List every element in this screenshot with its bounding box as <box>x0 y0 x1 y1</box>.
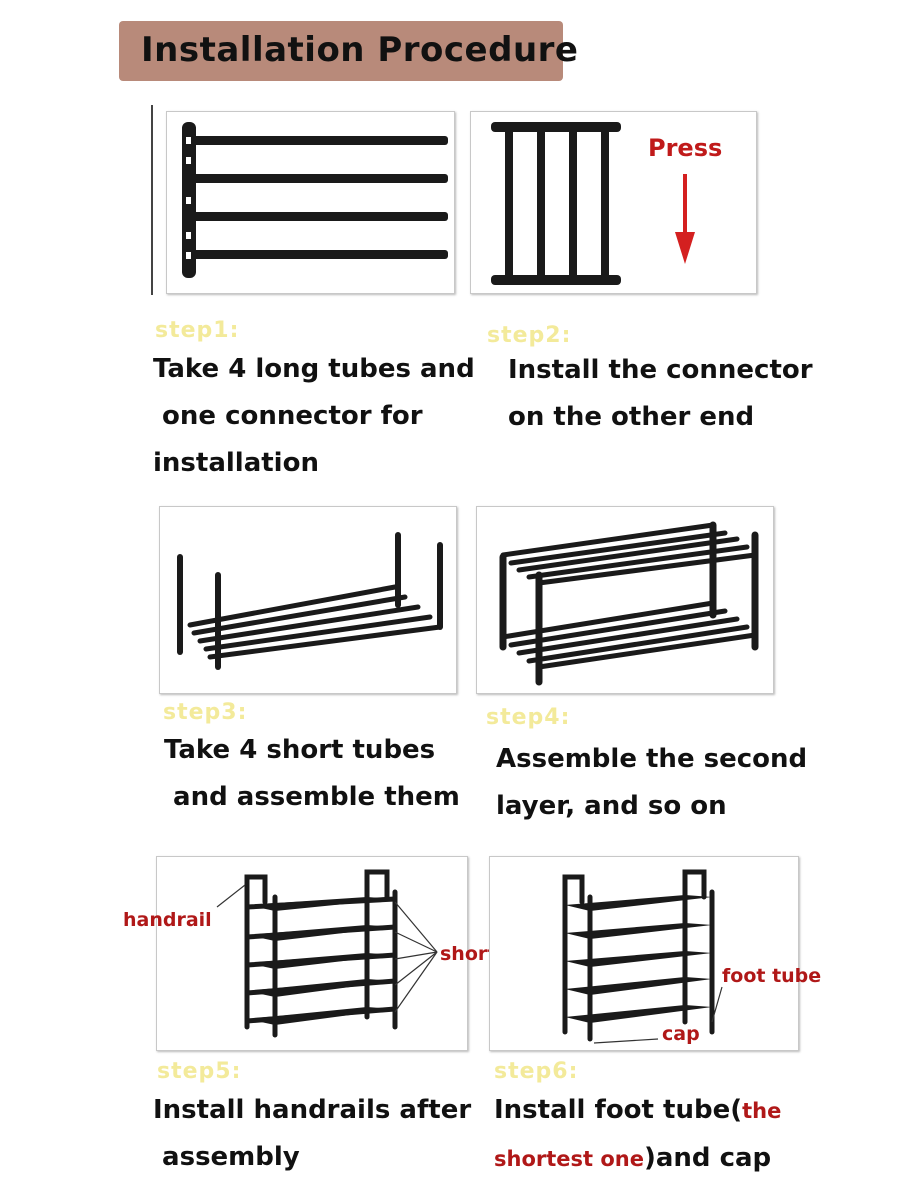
page-title: Installation Procedure <box>141 30 579 70</box>
step6-line1-red: the <box>742 1099 782 1123</box>
step3-line1: Take 4 short tubes <box>164 735 436 765</box>
step1-line1: Take 4 long tubes and <box>153 354 475 384</box>
step2-line1: Install the connector <box>508 355 813 385</box>
step3-line2: and assemble them <box>164 782 460 812</box>
title-banner: Installation Procedure <box>119 21 578 81</box>
step5-description: Install handrails after assembly <box>153 1087 471 1181</box>
step3-image <box>159 506 457 694</box>
divider-line <box>151 105 153 295</box>
step6-line2-text: )and cap <box>643 1143 772 1173</box>
handrail-annotation: handrail <box>123 909 212 931</box>
step6-line1: Install foot tube(the <box>494 1087 781 1135</box>
step5-line1: Install handrails after <box>153 1095 472 1125</box>
step5-label: step5: <box>157 1059 242 1084</box>
step4-image <box>476 506 774 694</box>
step6-line2: shortest one)and cap <box>494 1135 781 1183</box>
step4-label: step4: <box>486 705 571 730</box>
step5-image: handrail short tube <box>123 856 552 1051</box>
step1-line2: one connector for <box>153 401 423 431</box>
step1-label: step1: <box>155 318 240 343</box>
step1-description: Take 4 long tubes and one connector for … <box>153 346 475 487</box>
step6-label: step6: <box>494 1059 579 1084</box>
step1-line3: installation <box>153 448 319 478</box>
step6-image: foot tube cap <box>489 856 821 1051</box>
step1-image <box>166 111 455 294</box>
step2-label: step2: <box>487 323 572 348</box>
press-label: Press <box>648 134 723 162</box>
step6-line2-red: shortest one <box>494 1147 644 1171</box>
step5-line2: assembly <box>153 1142 300 1172</box>
cap-annotation: cap <box>662 1023 700 1045</box>
step2-line2: on the other end <box>508 402 755 432</box>
step3-label: step3: <box>163 700 248 725</box>
step4-line2: layer, and so on <box>496 791 727 821</box>
step4-description: Assemble the second layer, and so on <box>496 736 807 830</box>
step4-line1: Assemble the second <box>496 744 808 774</box>
step3-description: Take 4 short tubes and assemble them <box>164 727 460 821</box>
foot-tube-annotation: foot tube <box>722 965 822 987</box>
step6-description: Install foot tube(the shortest one)and c… <box>494 1087 781 1183</box>
step2-description: Install the connector on the other end <box>508 347 813 441</box>
step2-image: Press <box>470 111 757 294</box>
step6-line1-text: Install foot tube( <box>494 1095 743 1125</box>
